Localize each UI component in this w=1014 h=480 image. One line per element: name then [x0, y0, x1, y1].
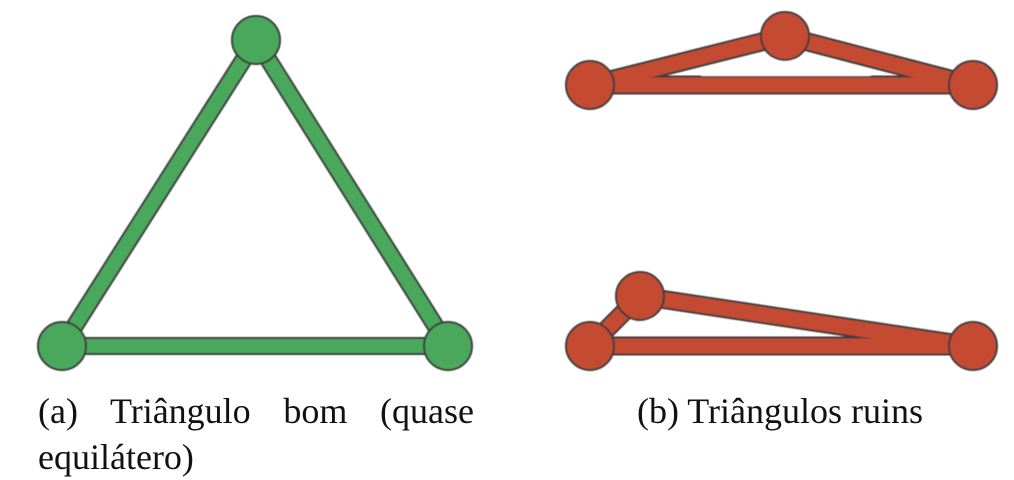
good-triangle-vertex-right: [423, 321, 473, 371]
good-triangle: [37, 15, 473, 371]
bad-triangle-skewed-vertex-left: [565, 321, 615, 371]
good-triangle-vertex-left: [37, 321, 87, 371]
good-triangle-outline: [53, 31, 457, 355]
bad-triangle-flat-edges: [582, 28, 981, 93]
bad-triangle-skewed-vertex-right: [948, 321, 998, 371]
bad-triangle-skewed-gap: [622, 318, 800, 334]
bad-triangle-flat-gap: [700, 56, 872, 76]
bad-triangle-flat: [565, 11, 998, 110]
bad-triangle-skewed: [565, 271, 998, 371]
bad-triangle-flat-vertex-left: [565, 60, 615, 110]
good-triangle-edges: [55, 33, 455, 353]
bad-triangle-flat-vertex-top: [760, 11, 810, 61]
good-triangle-vertex-top: [231, 15, 281, 65]
bad-triangle-skewed-vertex-top: [615, 271, 665, 321]
caption-good-triangle: (a) Triângulo bom (quase equilátero): [38, 391, 474, 477]
caption-bad-triangles: (b) Triângulos ruins: [636, 391, 924, 431]
bad-triangle-flat-vertex-right: [948, 60, 998, 110]
bad-triangle-skewed-edges: [582, 288, 981, 354]
